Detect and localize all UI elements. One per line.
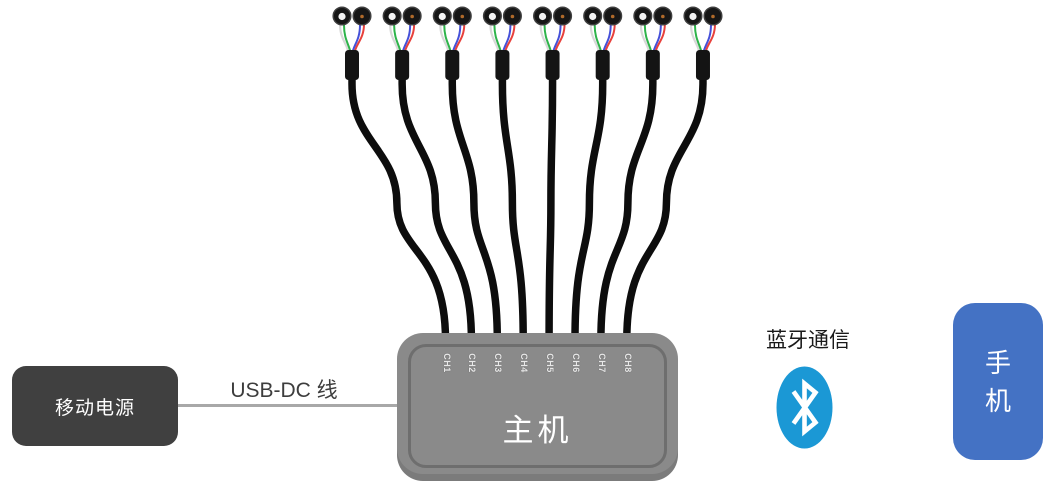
cable-assembly bbox=[482, 6, 527, 344]
cable-boot bbox=[495, 50, 510, 80]
snap-connector-center bbox=[689, 12, 697, 21]
cable-boot bbox=[695, 50, 710, 80]
snap-connector-center bbox=[388, 12, 396, 21]
phone-box[interactable]: 手 机 bbox=[953, 303, 1043, 460]
cable-line bbox=[545, 54, 557, 344]
cable-assembly bbox=[623, 6, 723, 344]
host-box[interactable]: CH1 CH2 CH3 CH4 CH5 CH6 CH7 CH8 主机 bbox=[397, 333, 678, 481]
cable-line bbox=[498, 54, 527, 344]
snap-connector-center bbox=[711, 14, 715, 19]
port-label: CH2 bbox=[467, 353, 478, 373]
power-bank-label: 移动电源 bbox=[54, 397, 135, 419]
port-label: CH5 bbox=[545, 353, 556, 373]
usb-dc-line bbox=[178, 404, 398, 407]
phone-label-char: 机 bbox=[984, 385, 1011, 416]
snap-connector-center bbox=[661, 14, 665, 19]
port-label: CH1 bbox=[441, 353, 452, 373]
snap-connector-center bbox=[360, 14, 364, 19]
cable-assembly bbox=[332, 6, 450, 344]
port-label: CH4 bbox=[519, 353, 530, 373]
usb-dc-label: USB-DC 线 bbox=[230, 379, 338, 402]
snap-connector-center bbox=[589, 12, 597, 21]
cable-assembly bbox=[432, 6, 502, 344]
cable-assembly bbox=[382, 6, 476, 344]
snap-connector-center bbox=[510, 14, 515, 19]
cable-assembly bbox=[597, 6, 673, 344]
cable-boot bbox=[395, 50, 410, 80]
host-label: 主机 bbox=[502, 413, 573, 448]
power-bank-box[interactable]: 移动电源 bbox=[12, 366, 178, 446]
bluetooth-icon bbox=[776, 366, 833, 449]
cable-boot bbox=[445, 50, 460, 80]
snap-connector-center bbox=[610, 14, 615, 19]
snap-connector-center bbox=[560, 14, 565, 19]
cable-line bbox=[623, 54, 707, 344]
snap-connector-center bbox=[639, 12, 647, 21]
snap-connector-center bbox=[460, 14, 465, 19]
cable-line bbox=[571, 54, 607, 344]
cable-boot bbox=[645, 50, 660, 80]
cable-line bbox=[597, 54, 657, 344]
cable-line bbox=[398, 54, 476, 344]
snap-connector-center bbox=[488, 12, 497, 21]
snap-connector-center bbox=[438, 12, 446, 21]
cable-boot bbox=[545, 50, 560, 80]
snap-connector-center bbox=[538, 12, 547, 21]
cable-assembly bbox=[533, 6, 573, 344]
snap-connector-center bbox=[338, 12, 346, 21]
host-ports: CH1 CH2 CH3 CH4 CH5 CH6 CH7 CH8 bbox=[397, 333, 678, 393]
snap-connector-center bbox=[410, 14, 414, 19]
cable-assembly bbox=[571, 6, 623, 344]
bluetooth-label: 蓝牙通信 bbox=[766, 329, 850, 352]
cable-line bbox=[448, 54, 502, 344]
phone-label-char: 手 bbox=[984, 347, 1011, 378]
cable-boot bbox=[345, 50, 359, 80]
port-label: CH8 bbox=[622, 353, 633, 373]
port-label: CH7 bbox=[596, 353, 607, 373]
cable-boot bbox=[595, 50, 610, 80]
host-inner-panel bbox=[408, 344, 667, 468]
port-label: CH6 bbox=[571, 353, 581, 373]
cable-line bbox=[348, 54, 450, 344]
port-label: CH3 bbox=[493, 353, 504, 373]
